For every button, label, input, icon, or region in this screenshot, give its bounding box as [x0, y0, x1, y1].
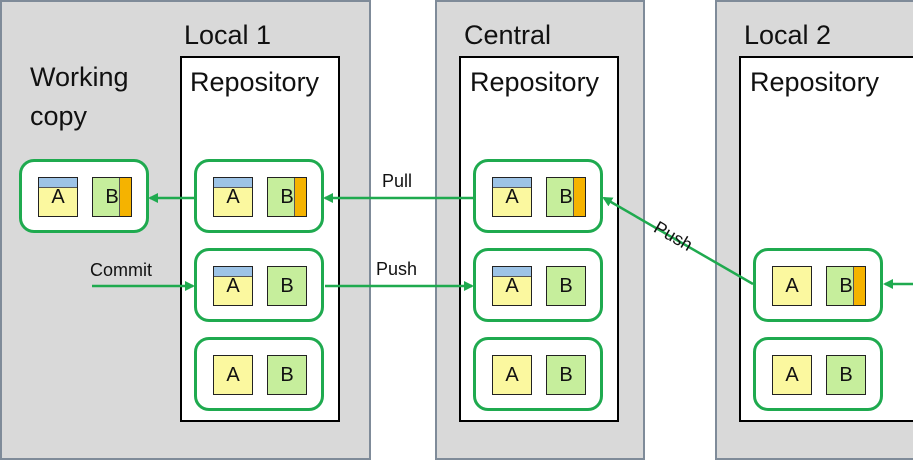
- central-repository-title: Repository: [470, 67, 600, 97]
- file-b: B: [267, 266, 307, 306]
- local2-repository-title: Repository: [750, 67, 880, 97]
- local2-title: Local 2: [744, 20, 832, 50]
- pull-label: Pull: [382, 171, 413, 191]
- central-commit-latest: A B: [473, 159, 603, 233]
- file-a-modified: A: [38, 177, 78, 217]
- file-b-modified: B: [267, 177, 307, 217]
- file-a-modified: A: [492, 266, 532, 306]
- file-a-modified: A: [213, 177, 253, 217]
- file-b: B: [546, 266, 586, 306]
- file-b-modified: B: [92, 177, 132, 217]
- file-b: B: [826, 355, 866, 395]
- file-a: A: [213, 355, 253, 395]
- local1-repository-title: Repository: [190, 67, 320, 97]
- central-title: Central: [464, 20, 552, 50]
- commit-label: Commit: [90, 260, 152, 280]
- central-commit-middle: A B: [473, 248, 603, 322]
- file-b-modified: B: [546, 177, 586, 217]
- local1-commit-latest: A B: [194, 159, 324, 233]
- file-a-modified: A: [492, 177, 532, 217]
- central-commit-oldest: A B: [473, 337, 603, 411]
- working-copy-title: Working copy: [30, 62, 129, 131]
- working-copy-commit: A B: [19, 159, 149, 233]
- file-a: A: [492, 355, 532, 395]
- file-b: B: [267, 355, 307, 395]
- file-a: A: [772, 355, 812, 395]
- push-arrow-local2: [602, 196, 754, 286]
- file-b-modified: B: [826, 266, 866, 306]
- local2-commit-oldest: A B: [753, 337, 883, 411]
- file-b: B: [546, 355, 586, 395]
- local1-commit-middle: A B: [194, 248, 324, 322]
- file-a: A: [772, 266, 812, 306]
- push-label-local1: Push: [376, 259, 418, 279]
- file-a-modified: A: [213, 266, 253, 306]
- local2-commit-latest: A B: [753, 248, 883, 322]
- local1-commit-oldest: A B: [194, 337, 324, 411]
- local1-title: Local 1: [184, 20, 272, 50]
